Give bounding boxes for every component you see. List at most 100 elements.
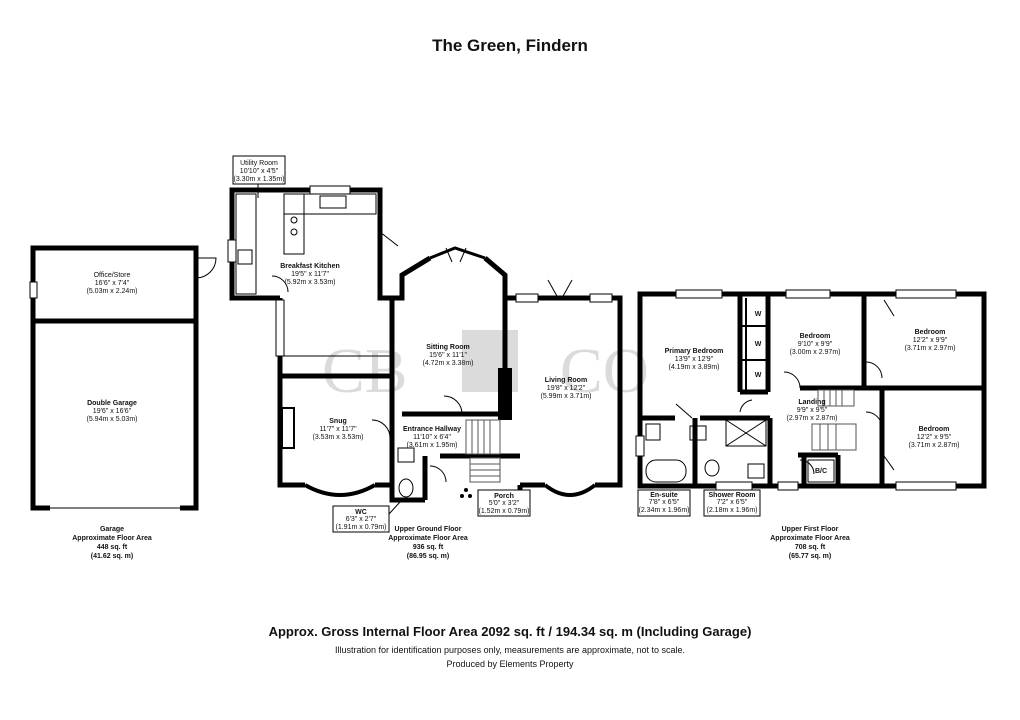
office-door-swing: [195, 257, 217, 279]
living-bay-window: [543, 483, 597, 497]
hallway-name: Entrance Hallway: [403, 426, 461, 433]
office-imperial: 16'6" x 7'4": [95, 280, 130, 287]
snug-imperial: 11'7" x 11'7": [319, 426, 357, 433]
watermark-left: CB: [322, 335, 407, 406]
garage-floor-sqm: (41.62 sq. m): [91, 553, 133, 560]
ensuite-callout-box: [637, 489, 691, 517]
side-glazing: [275, 299, 285, 357]
snug-metric: (3.53m x 3.53m): [313, 434, 364, 441]
hallway-metric: (3.61m x 1.95m): [407, 442, 458, 449]
disclaimer-text: Illustration for identification purposes…: [334, 645, 685, 655]
landing-window: [777, 481, 799, 491]
garage-floor-sub: Approximate Floor Area: [72, 535, 152, 542]
bc-mark: B/C: [815, 468, 827, 475]
porch-imperial: 5'0" x 3'2": [489, 500, 520, 507]
first-floor-sub: Approximate Floor Area: [770, 535, 850, 542]
garage-floor-name: Garage: [100, 526, 124, 533]
shower-name: Shower Room: [708, 492, 755, 499]
garage-walls: [30, 245, 199, 511]
producer-text: Produced by Elements Property: [446, 659, 574, 669]
primary-imperial: 13'9" x 12'9": [675, 356, 714, 363]
first-door-swings: [675, 299, 895, 475]
ground-floor-sqft: 936 sq. ft: [413, 544, 444, 551]
wc-name: WC: [355, 509, 367, 516]
utility-callout-box: [232, 155, 286, 185]
bed2-imperial: 9'10" x 9'9": [798, 341, 833, 348]
breakfast-imperial: 19'5" x 11'7": [291, 271, 329, 278]
utility-room-metric: (3.30m x 1.35m): [234, 176, 285, 183]
utility-room-imperial: 10'10" x 4'5": [240, 168, 279, 175]
kitchen-window: [309, 185, 351, 195]
shower-window: [715, 481, 753, 491]
primary-metric: (4.19m x 3.89m): [669, 364, 720, 371]
shower-imperial: 7'2" x 6'5": [717, 499, 748, 506]
sitting-name: Sitting Room: [426, 344, 470, 351]
wc-callout-leader: [388, 501, 401, 515]
ground-stairs: [465, 419, 501, 483]
bc-cupboard: [807, 459, 835, 483]
bed3-name: Bedroom: [915, 329, 946, 336]
wc-metric: (1.91m x 0.79m): [336, 524, 387, 531]
first-floor-sqft: 708 sq. ft: [795, 544, 826, 551]
breakfast-name: Breakfast Kitchen: [280, 263, 340, 270]
utility-window: [227, 239, 237, 263]
primary-name: Primary Bedroom: [665, 348, 724, 355]
living-imperial: 19'8" x 12'2": [547, 385, 586, 392]
wardrobes: [740, 298, 768, 392]
shower-metric: (2.18m x 1.96m): [707, 507, 758, 514]
wc-imperial: 6'3" x 2'7": [346, 516, 377, 523]
ensuite-window: [635, 435, 645, 457]
ground-floor-sub: Approximate Floor Area: [388, 535, 468, 542]
wc-callout-box: [332, 505, 390, 533]
wc-fittings: [397, 447, 415, 498]
ensuite-metric: (2.34m x 1.96m): [639, 507, 690, 514]
sitting-imperial: 15'6" x 11'1": [429, 352, 467, 359]
garage-floor-sqft: 448 sq. ft: [97, 544, 128, 551]
wardrobe-mark-1: W: [755, 311, 762, 318]
ground-door-swings: [271, 231, 573, 483]
bed3-metric: (3.71m x 2.97m): [905, 345, 956, 352]
landing-name: Landing: [798, 399, 825, 406]
bed2-window: [785, 289, 831, 299]
living-metric: (5.99m x 3.71m): [541, 393, 592, 400]
shower-callout-box: [703, 489, 761, 517]
landing-stairs: [811, 389, 857, 451]
primary-window: [675, 289, 723, 299]
wardrobe-mark-2: W: [755, 341, 762, 348]
wardrobe-mark-3: W: [755, 372, 762, 379]
first-floor-walls: [637, 291, 987, 489]
bed4-window: [895, 481, 957, 491]
chimney-breast: [498, 368, 512, 420]
snug-name: Snug: [329, 418, 347, 425]
ground-floor-sqm: (86.95 sq. m): [407, 553, 449, 560]
landing-metric: (2.97m x 2.87m): [787, 415, 838, 422]
bathroom-fittings: [645, 419, 767, 483]
ensuite-name: En-suite: [650, 492, 678, 499]
ground-floor-name: Upper Ground Floor: [395, 526, 462, 533]
office-metric: (5.03m x 2.24m): [87, 288, 138, 295]
garage-imperial: 19'6" x 16'6": [93, 408, 132, 415]
first-floor-name: Upper First Floor: [782, 526, 839, 533]
utility-room-name: Utility Room: [240, 160, 278, 167]
first-floor-sqm: (65.77 sq. m): [789, 553, 831, 560]
porch-metric: (1.52m x 0.79m): [479, 508, 530, 515]
bed4-imperial: 12'2" x 9'5": [917, 434, 952, 441]
snug-fireplace: [281, 407, 295, 449]
watermark-right: CO: [560, 335, 649, 406]
bed2-name: Bedroom: [800, 333, 831, 340]
gross-area-text: Approx. Gross Internal Floor Area 2092 s…: [268, 624, 752, 639]
bed4-name: Bedroom: [919, 426, 950, 433]
bed3-imperial: 12'2" x 9'9": [913, 337, 948, 344]
porch-callout-box: [477, 489, 531, 517]
sitting-bay-window: [429, 246, 486, 260]
office-window: [29, 281, 38, 299]
bed2-metric: (3.00m x 2.97m): [790, 349, 841, 356]
hallway-imperial: 11'10" x 6'4": [413, 434, 451, 441]
snug-bay-window: [304, 483, 376, 497]
living-window-right: [589, 293, 613, 303]
porch-details: [460, 488, 472, 498]
watermark: CB CO: [322, 330, 649, 406]
page-title: The Green, Findern: [432, 36, 588, 55]
landing-imperial: 9'9" x 9'5": [797, 407, 828, 414]
